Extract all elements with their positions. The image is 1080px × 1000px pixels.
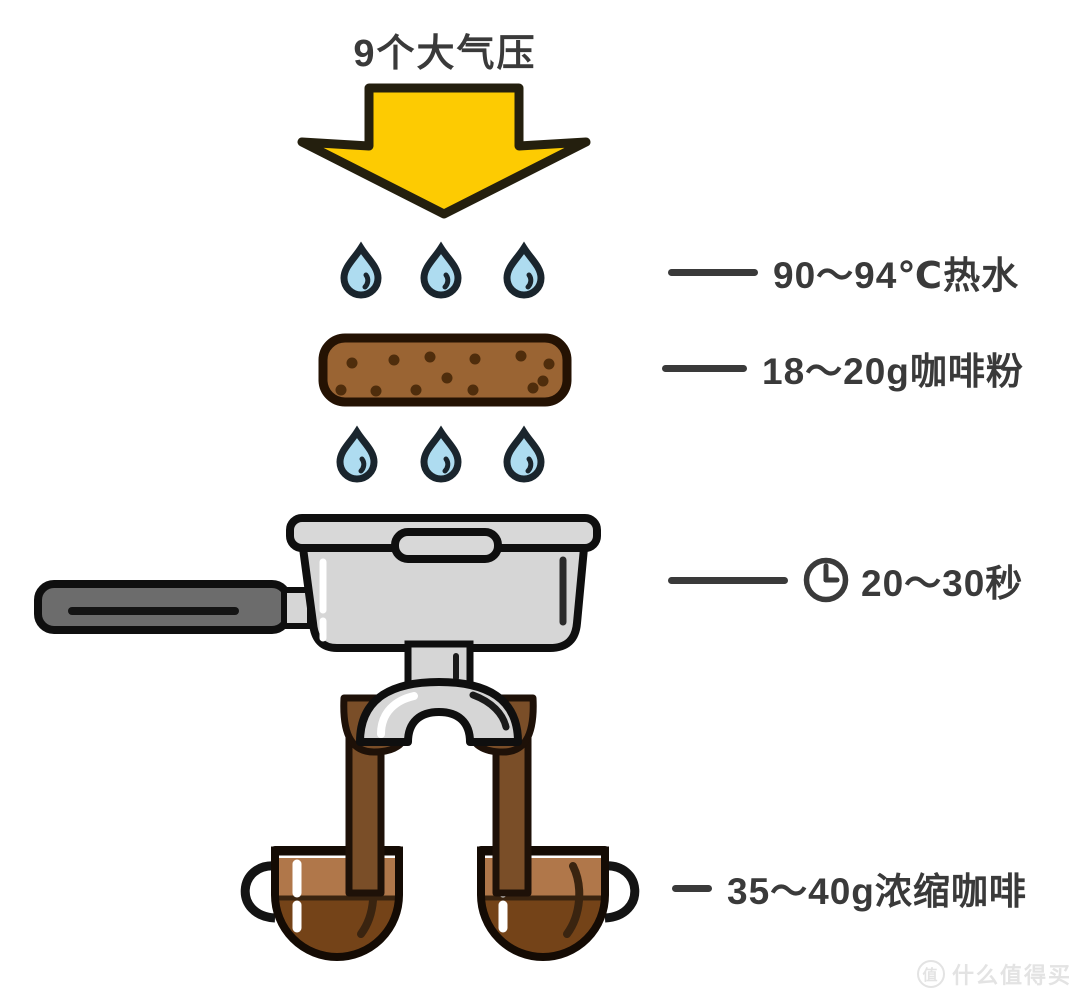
coffee-grounds-puck (318, 333, 572, 407)
water-drops-bottom (340, 432, 541, 479)
page-title: 9个大气压 (353, 33, 537, 75)
watermark-text: 什么值得买 (951, 963, 1072, 988)
portafilter-basket (286, 514, 601, 652)
grounds-specks (335, 350, 555, 397)
connector-line (672, 884, 712, 892)
water-drop-icon (424, 432, 458, 479)
water-drop-icon (344, 248, 378, 295)
label-extraction-time: 20～30秒 (668, 552, 1023, 608)
clock-icon (803, 557, 849, 603)
connector-line (668, 268, 758, 276)
cup-handle (240, 861, 278, 923)
label-hot-water: 90～94℃热水 (668, 244, 1019, 300)
label-espresso-yield: 35～40g浓缩咖啡 (672, 860, 1027, 916)
connector-line (668, 576, 788, 584)
water-drop-icon (424, 248, 458, 295)
espresso-yield-label: 35～40g浓缩咖啡 (727, 871, 1027, 912)
portafilter-handle (34, 580, 313, 634)
extraction-time-label: 20～30秒 (861, 563, 1024, 604)
hot-water-label: 90～94℃热水 (773, 255, 1020, 296)
spout-arch (356, 678, 522, 746)
coffee-grounds-label: 18～20g咖啡粉 (762, 351, 1024, 392)
water-drop-icon (507, 248, 541, 295)
label-coffee-grounds: 18～20g咖啡粉 (662, 340, 1024, 396)
watermark-badge-icon: 值 (916, 960, 945, 988)
watermark: 值 什么值得买 (916, 958, 1072, 990)
cup-handle (602, 861, 640, 923)
water-drop-icon (507, 432, 541, 479)
portafilter (34, 514, 601, 694)
water-drop-icon (340, 432, 374, 479)
connector-line (662, 364, 747, 372)
water-drops-top (344, 248, 541, 295)
pressure-arrow-icon (297, 83, 591, 219)
